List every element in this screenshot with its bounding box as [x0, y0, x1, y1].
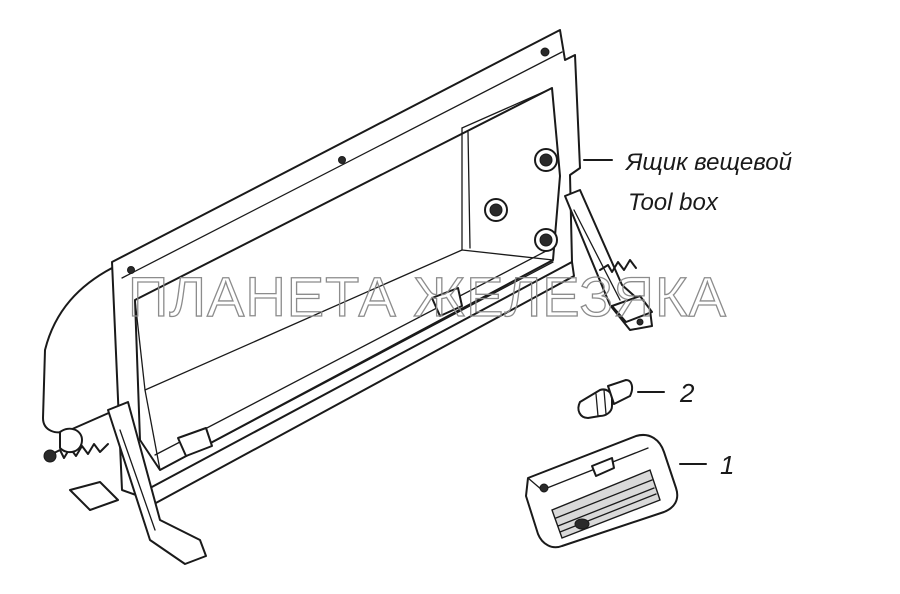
foot-right-hole: [636, 318, 644, 326]
watermark-text: ПЛАНЕТА ЖЕЛЕЗЯКА: [128, 265, 727, 328]
floor-tab-1: [431, 287, 463, 317]
lamp-clip: [591, 457, 615, 477]
label-part-2: 2: [679, 378, 695, 408]
label-tool-box-en: Tool box: [628, 189, 719, 216]
floor-tab-2: [177, 427, 213, 457]
bulb-cap: [607, 379, 634, 405]
hinge-spring-left: [49, 443, 109, 459]
mount-hole-1: [540, 47, 550, 57]
fastener-3: [534, 228, 558, 252]
lamp-bulb-hole: [574, 518, 590, 530]
bulb-body: [577, 388, 613, 419]
box-floor: [159, 261, 554, 471]
lamp-screw: [539, 483, 549, 493]
label-tool-box-ru: Ящик вещевой: [624, 149, 792, 176]
bulb-part-2: [577, 379, 634, 419]
side-flap-left: [42, 267, 121, 434]
mount-hole-2: [338, 156, 346, 164]
inner-back-wall: [134, 127, 463, 391]
foot-left: [69, 481, 119, 511]
bracket-right: [564, 189, 653, 331]
tool-box: [42, 29, 653, 565]
panel-top-lip: [121, 51, 563, 279]
mount-hole-3: [127, 266, 135, 274]
label-part-1: 1: [720, 450, 734, 480]
foot-right: [611, 295, 653, 323]
lamp-part-1: [525, 434, 679, 549]
bracket-left: [107, 401, 207, 565]
fastener-1: [534, 148, 558, 172]
hinge-spring-right: [599, 259, 637, 273]
hinge-pin-left: [43, 449, 57, 463]
fastener-2: [484, 198, 508, 222]
